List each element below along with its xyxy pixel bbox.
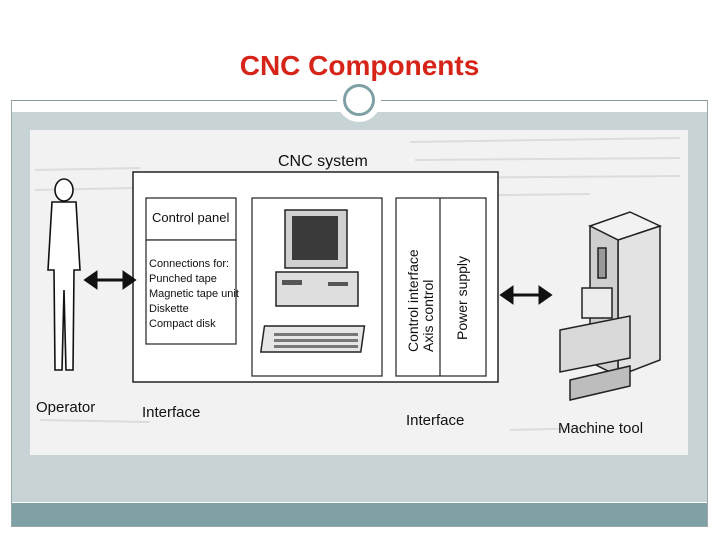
control-interface-label: Control interface [405,249,421,352]
connections-line-1: Punched tape [149,273,217,285]
interface-right-label: Interface [406,412,464,429]
machine-tool-icon [559,211,663,401]
operator-arrow [83,270,137,290]
power-supply-label: Power supply [454,256,470,340]
machine-arrow [499,285,553,305]
background-texture [34,137,681,431]
connections-line-0: Connections for: [149,258,229,270]
connections-box [145,239,237,345]
machine-tool-label: Machine tool [558,420,643,437]
operator-icon [47,178,81,371]
computer-icon [259,209,366,353]
divider-ring-icon [343,84,375,116]
connections-line-4: Compact disk [149,318,216,330]
connections-line-3: Diskette [149,303,189,315]
axis-control-label: Axis control [420,280,436,352]
interface-control-box [395,197,487,377]
cnc-system-label: CNC system [278,153,368,170]
footer-bar [12,503,707,526]
interface-left-label: Interface [142,404,200,421]
operator-label: Operator [36,399,95,416]
control-panel-label: Control panel [152,210,229,225]
cnc-diagram: CNC system Control panel Connections for… [34,137,681,437]
cnc-diagram-image: CNC system Control panel Connections for… [30,130,688,455]
connections-line-2: Magnetic tape unit [149,288,239,300]
slide-title: CNC Components [239,50,480,81]
